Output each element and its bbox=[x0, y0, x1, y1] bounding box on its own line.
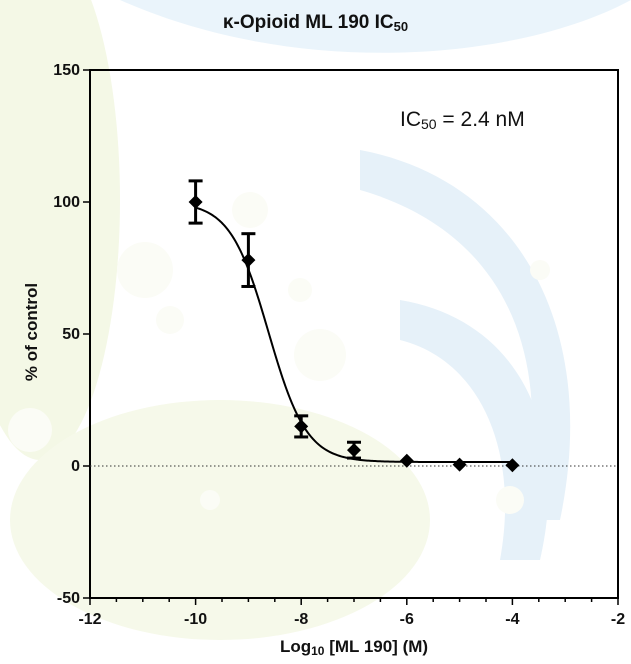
background-bubble bbox=[156, 306, 184, 334]
chart-title: κ-Opioid ML 190 IC50 bbox=[222, 12, 409, 34]
x-tick-label: -8 bbox=[294, 611, 308, 628]
data-point bbox=[294, 419, 309, 434]
data-point bbox=[241, 253, 256, 268]
x-axis-label: Log10 [ML 190] (M) bbox=[279, 637, 429, 658]
x-tick-label: -4 bbox=[505, 611, 519, 628]
data-point bbox=[505, 458, 520, 473]
data-point bbox=[347, 443, 361, 458]
y-tick-label: 50 bbox=[62, 326, 80, 343]
background-bubble bbox=[288, 278, 312, 302]
background-bubble bbox=[8, 408, 52, 452]
background-arc bbox=[360, 150, 571, 520]
x-tick-label: -6 bbox=[400, 611, 414, 628]
background-bubble bbox=[232, 192, 268, 228]
ic50-annotation: IC50 = 2.4 nM bbox=[400, 108, 525, 132]
background-bubble bbox=[496, 486, 524, 514]
background-swoosh bbox=[120, 0, 631, 53]
data-point bbox=[188, 195, 203, 209]
x-tick-label: -10 bbox=[184, 611, 207, 628]
x-tick-label: -2 bbox=[611, 611, 625, 628]
background-bubble bbox=[200, 490, 220, 510]
y-tick-label: -50 bbox=[57, 590, 80, 607]
background-blob bbox=[10, 400, 430, 640]
y-axis-label: % of control bbox=[22, 282, 41, 382]
x-tick-label: -12 bbox=[78, 611, 101, 628]
y-tick-label: 100 bbox=[53, 194, 80, 211]
plot-area: -12 -10 -8 -6 -4 -2 -50 0 50 100 150 bbox=[53, 62, 625, 628]
data-point bbox=[399, 453, 414, 468]
background-bubble bbox=[117, 242, 173, 298]
y-tick-label: 150 bbox=[53, 62, 80, 79]
y-tick-label: 0 bbox=[71, 458, 80, 475]
data-point bbox=[452, 457, 467, 472]
background-bubble bbox=[294, 329, 346, 381]
background-bubble bbox=[530, 260, 550, 280]
